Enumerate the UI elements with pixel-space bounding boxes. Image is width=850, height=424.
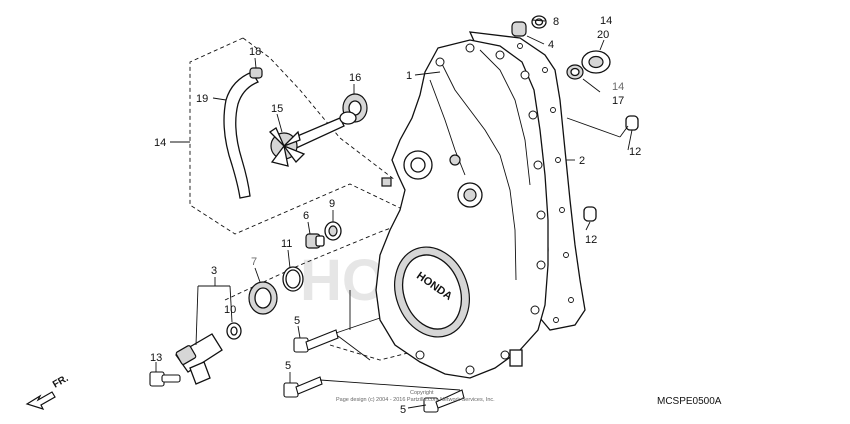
callout-20: 20 bbox=[597, 29, 609, 41]
callout-14-left: 14 bbox=[154, 137, 166, 149]
callout-3: 3 bbox=[211, 265, 217, 277]
left-crankcase-cover bbox=[375, 39, 549, 379]
cap-7 bbox=[248, 281, 278, 315]
dowel-pin-lower bbox=[583, 206, 597, 222]
cover-bolt-bosses bbox=[415, 43, 546, 375]
front-direction-arrow bbox=[25, 391, 56, 410]
bearing-20-inner bbox=[588, 55, 604, 69]
callout-18: 18 bbox=[249, 46, 261, 58]
group-outline-upper bbox=[189, 37, 401, 235]
washer-17-inner bbox=[570, 67, 580, 77]
callout-12-upper: 12 bbox=[629, 146, 641, 158]
water-seal-16 bbox=[339, 93, 368, 125]
bearing-seat-lower-inner bbox=[463, 188, 477, 202]
callout-8: 8 bbox=[553, 16, 559, 28]
plug-6 bbox=[305, 233, 325, 249]
callout-19: 19 bbox=[196, 93, 208, 105]
diagram-code: MCSPE0500A bbox=[657, 396, 722, 407]
bolt-13 bbox=[149, 371, 181, 387]
callout-11: 11 bbox=[281, 238, 292, 250]
pump-impeller-15 bbox=[268, 127, 306, 167]
callout-16: 16 bbox=[349, 72, 361, 84]
bolt-5-a bbox=[293, 329, 339, 353]
callout-9: 9 bbox=[329, 198, 335, 210]
callout-1: 1 bbox=[406, 70, 412, 82]
callout-12-lower: 12 bbox=[585, 234, 597, 246]
clutch-cover-face bbox=[402, 254, 462, 330]
callout-15: 15 bbox=[271, 103, 283, 115]
group-outline-upper-top bbox=[242, 37, 396, 181]
sensor-3 bbox=[175, 333, 223, 385]
callout-2: 2 bbox=[579, 155, 585, 167]
cover-lower-tab bbox=[509, 349, 523, 367]
callout-14-grey: 14 bbox=[612, 81, 624, 93]
callout-4: 4 bbox=[548, 39, 554, 51]
gasket-holes bbox=[517, 43, 574, 323]
callout-14-top: 14 bbox=[600, 15, 612, 27]
group-outline-lower bbox=[224, 209, 441, 301]
copyright-line-2: Page design (c) 2004 - 2016 Partzilla.co… bbox=[336, 397, 495, 403]
cover-rib-a bbox=[439, 59, 517, 281]
bolt-5-b bbox=[283, 376, 323, 398]
cover-rib-c bbox=[479, 49, 531, 186]
callout-7: 7 bbox=[251, 256, 257, 268]
leader-lines bbox=[155, 19, 633, 409]
callout-17: 17 bbox=[612, 95, 624, 107]
cover-port bbox=[449, 154, 461, 166]
bearing-seat-upper-inner bbox=[410, 157, 426, 173]
copyright-line-1: Copyright bbox=[410, 390, 434, 396]
collar-4 bbox=[511, 21, 527, 37]
hose-clamp-18 bbox=[249, 67, 263, 79]
dowel-pin-upper bbox=[625, 115, 639, 131]
front-direction-label: FR. bbox=[51, 373, 71, 391]
callout-10: 10 bbox=[224, 304, 236, 316]
stud-bolt bbox=[381, 177, 392, 187]
o-ring-9-inner bbox=[328, 225, 338, 237]
water-hose-19 bbox=[223, 71, 259, 199]
callout-5-a: 5 bbox=[294, 315, 300, 327]
o-ring-11-inner bbox=[285, 269, 301, 289]
washer-10-inner bbox=[230, 326, 238, 336]
callout-6: 6 bbox=[303, 210, 309, 222]
callout-5-c: 5 bbox=[400, 404, 406, 416]
callout-13: 13 bbox=[150, 352, 162, 364]
callout-5-b: 5 bbox=[285, 360, 291, 372]
